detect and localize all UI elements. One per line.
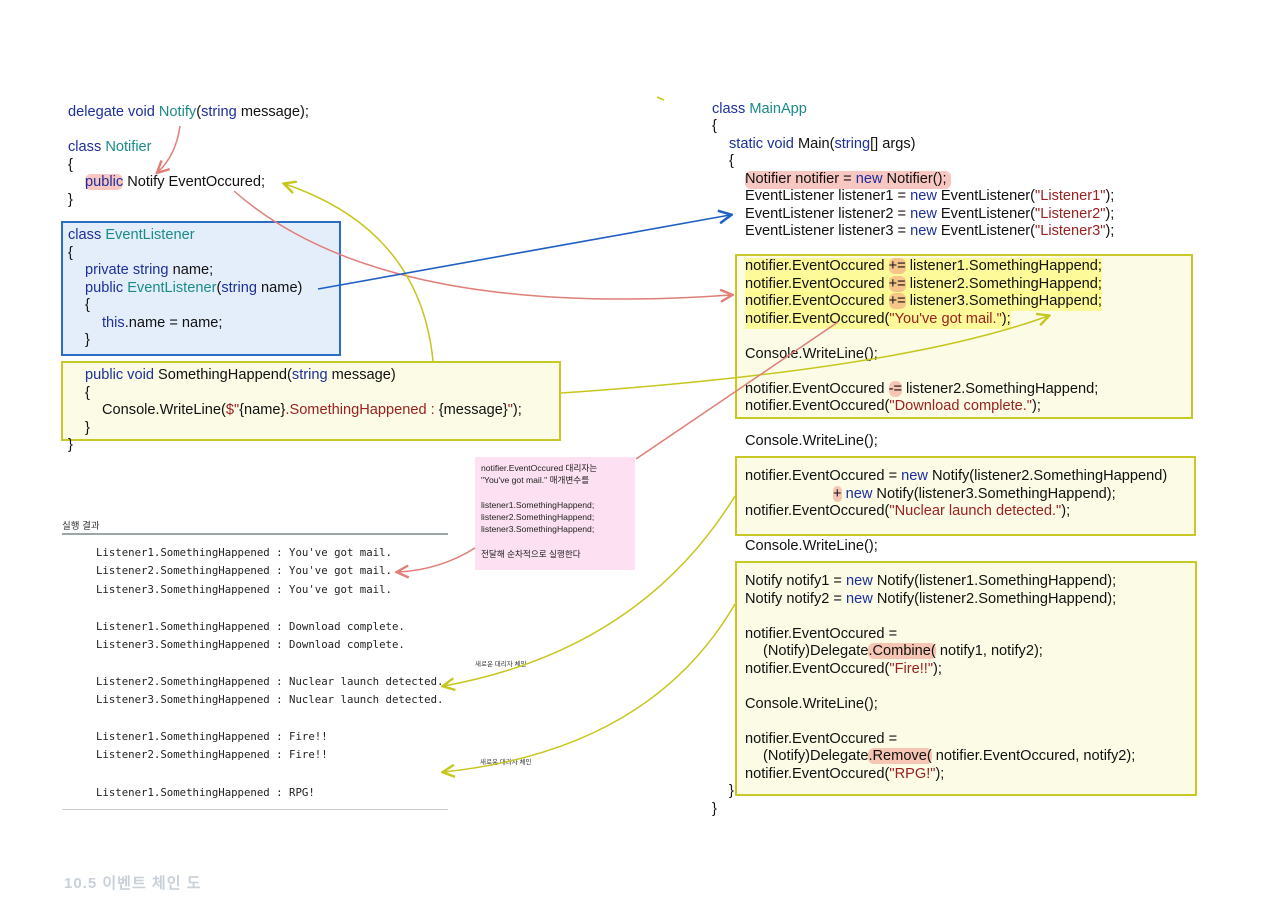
this-name-assign: this.name = name; — [102, 315, 223, 331]
new-chain-label-2: 새로운 대리자 체인 — [480, 759, 532, 766]
event-listener-class-decl: class EventListener — [68, 227, 195, 243]
listener3-decl: EventListener listener3 = new EventListe… — [745, 223, 1115, 239]
invoke-fire: notifier.EventOccured("Fire!!"); — [745, 661, 942, 677]
result-title: 실행 결과 — [62, 521, 100, 532]
main-app-brace-open: { — [712, 118, 717, 134]
plus-new-notify: + new Notify(listener3.SomethingHappend)… — [833, 486, 1116, 502]
delegate-remove: (Notify)Delegate.Remove( notifier.EventO… — [763, 748, 1136, 764]
result-line: Listener1.SomethingHappened : Download c… — [96, 620, 405, 633]
main-method-signature: static void Main(string[] args) — [729, 136, 916, 152]
result-line: Listener3.SomethingHappened : Download c… — [96, 638, 405, 651]
notifier-event-field: public Notify EventOccured; — [85, 174, 266, 190]
arrow-note-to-result — [398, 547, 476, 572]
main-app-class-decl: class MainApp — [712, 101, 807, 117]
invoke-nuclear: notifier.EventOccured("Nuclear launch de… — [745, 503, 1071, 519]
faded-footer-heading: 10.5 이벤트 체인 도 — [64, 875, 202, 892]
result-line: Listener1.SomethingHappened : You've got… — [96, 546, 392, 559]
main-app-brace-close: } — [712, 801, 717, 817]
unsubscribe-listener2: notifier.EventOccured -= listener2.Somet… — [745, 381, 1099, 397]
console-writeline-4: Console.WriteLine(); — [745, 696, 878, 712]
result-line: Listener2.SomethingHappened : Fire!! — [96, 748, 328, 761]
method-brace-close: } — [85, 420, 90, 436]
notify2-decl: Notify notify2 = new Notify(listener2.So… — [745, 591, 1117, 607]
invoke-youve-got-mail: notifier.EventOccured("You've got mail."… — [745, 311, 1011, 329]
private-name-field: private string name; — [85, 262, 214, 278]
notifier-brace-close: } — [68, 192, 73, 208]
delegate-combine: (Notify)Delegate.Combine( notify1, notif… — [763, 643, 1043, 659]
assign-new-notify: notifier.EventOccured = new Notify(liste… — [745, 468, 1168, 484]
console-writeline-2: Console.WriteLine(); — [745, 433, 878, 449]
stray-mark — [656, 96, 665, 101]
invoke-download-complete: notifier.EventOccured("Download complete… — [745, 398, 1041, 414]
arrow-combine-to-result — [444, 603, 736, 772]
console-writeline-interpolated: Console.WriteLine($"{name}.SomethingHapp… — [102, 402, 522, 418]
listener2-decl: EventListener listener2 = new EventListe… — [745, 206, 1115, 222]
result-line: Listener2.SomethingHappened : You've got… — [96, 564, 392, 577]
result-line: Listener3.SomethingHappened : Nuclear la… — [96, 693, 444, 706]
delegate-declaration: delegate void Notify(string message); — [68, 104, 309, 120]
new-chain-block-box — [735, 456, 1196, 536]
ctor-brace-open: { — [85, 297, 90, 313]
new-notifier-line: Notifier notifier = new Notifier(); — [745, 171, 951, 189]
notifier-brace-open: { — [68, 157, 73, 173]
invoke-rpg: notifier.EventOccured("RPG!"); — [745, 766, 945, 782]
listener-constructor: public EventListener(string name) — [85, 280, 303, 296]
listener1-decl: EventListener listener1 = new EventListe… — [745, 188, 1115, 204]
result-divider-bottom — [62, 809, 448, 810]
main-brace-open: { — [729, 153, 734, 169]
result-line: Listener1.SomethingHappened : Fire!! — [96, 730, 328, 743]
new-chain-label-1: 새로운 대리자 체인 — [475, 661, 527, 668]
listener-brace-close: } — [68, 437, 73, 453]
something-happend-method-box — [61, 361, 561, 441]
something-happend-signature: public void SomethingHappend(string mess… — [85, 367, 396, 383]
subscribe-listener2: notifier.EventOccured += listener2.Somet… — [745, 276, 1102, 294]
result-line: Listener3.SomethingHappened : You've got… — [96, 583, 392, 596]
method-brace-open: { — [85, 385, 90, 401]
console-writeline-1: Console.WriteLine(); — [745, 346, 878, 362]
assign-combine-head: notifier.EventOccured = — [745, 626, 898, 642]
ctor-brace-close: } — [85, 332, 90, 348]
result-line: Listener2.SomethingHappened : Nuclear la… — [96, 675, 444, 688]
result-line: Listener1.SomethingHappened : RPG! — [96, 786, 315, 799]
main-brace-close: } — [729, 783, 734, 799]
subscribe-listener3: notifier.EventOccured += listener3.Somet… — [745, 293, 1102, 311]
arrow-notify-to-field — [158, 125, 181, 172]
combine-remove-block-box — [735, 561, 1197, 796]
result-divider-top — [62, 533, 448, 535]
explanation-note: notifier.EventOccured 대리자는 "You've got m… — [475, 457, 635, 570]
notifier-class-decl: class Notifier — [68, 139, 152, 155]
assign-remove-head: notifier.EventOccured = — [745, 731, 898, 747]
subscribe-listener1: notifier.EventOccured += listener1.Somet… — [745, 258, 1102, 276]
listener-brace-open: { — [68, 245, 73, 261]
console-writeline-3: Console.WriteLine(); — [745, 538, 878, 554]
notify1-decl: Notify notify1 = new Notify(listener1.So… — [745, 573, 1117, 589]
arrow-ctor-to-listeners — [317, 215, 730, 290]
